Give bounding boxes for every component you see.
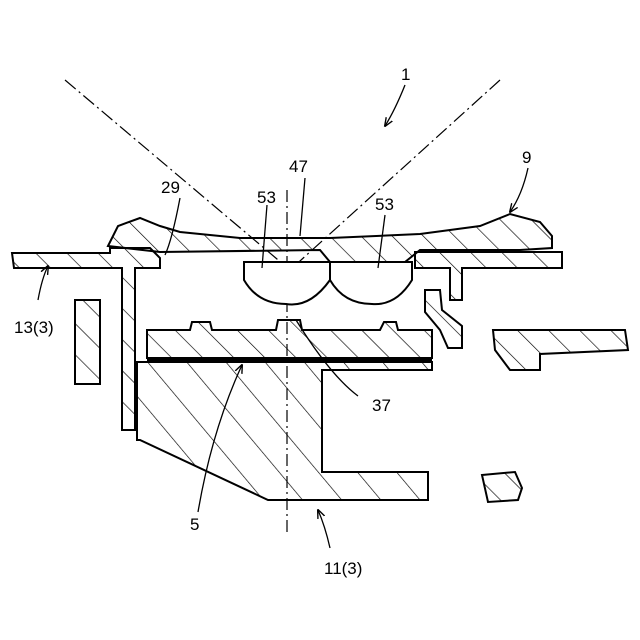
left-small-part bbox=[75, 300, 100, 384]
label-seal: 29 bbox=[161, 178, 180, 197]
label-lens-center: 47 bbox=[289, 157, 308, 176]
label-housing: 11(3) bbox=[324, 559, 362, 578]
label-emitter: 37 bbox=[372, 396, 391, 415]
circuit-board bbox=[147, 320, 432, 358]
right-small-part bbox=[482, 472, 522, 502]
right-outer-plate bbox=[493, 330, 628, 370]
label-board: 5 bbox=[190, 515, 199, 534]
label-panel: 13(3) bbox=[14, 318, 54, 337]
label-assembly: 1 bbox=[401, 65, 410, 84]
housing-block bbox=[137, 362, 432, 500]
label-cover: 9 bbox=[522, 148, 531, 167]
lens-right bbox=[330, 262, 412, 304]
label-lens-left: 53 bbox=[257, 188, 276, 207]
lens-left bbox=[244, 262, 330, 305]
label-lens-right: 53 bbox=[375, 195, 394, 214]
